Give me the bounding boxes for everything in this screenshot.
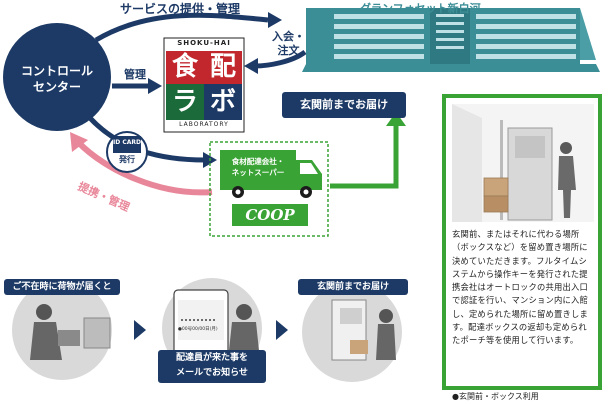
step2-label-line2: メールでお知らせ bbox=[176, 368, 248, 378]
delivery-arrow bbox=[330, 124, 399, 189]
logo-top-text: SHOKU-HAI bbox=[177, 39, 231, 47]
truck-label-line2: ネットスーパー bbox=[231, 168, 285, 177]
truck-label-line1: 食材配達会社・ bbox=[231, 157, 285, 166]
entrance-illustration bbox=[452, 104, 594, 222]
join-arrowhead bbox=[244, 58, 258, 74]
step-arrow-2 bbox=[276, 320, 288, 340]
truck-label: 食材配達会社・ ネットスーパー bbox=[222, 156, 294, 178]
management-label: 管理 bbox=[124, 68, 146, 81]
logo-char-4: ボ bbox=[209, 87, 236, 117]
logo-char-1: 食 bbox=[171, 52, 198, 82]
join-label-line2: 注文 bbox=[277, 44, 300, 57]
coop-logo-text: COOP bbox=[245, 206, 295, 224]
step3-label: 玄関前までお届け bbox=[298, 279, 408, 295]
truck-icon bbox=[220, 150, 322, 198]
join-arrow bbox=[254, 49, 307, 69]
control-center-circle bbox=[3, 23, 111, 131]
join-label-line1: 入会・ bbox=[272, 30, 305, 43]
logo-char-3: ラ bbox=[171, 87, 198, 117]
shokuhai-logo bbox=[163, 37, 245, 133]
entrance-description: 玄関前、またはそれに代わる場所（ボックスなど）を留め置き場所に決めていただきます… bbox=[452, 229, 588, 346]
control-center-label: コントロール センター bbox=[3, 63, 111, 95]
logo-bottom-text: LABORATORY bbox=[179, 121, 229, 128]
step2-phone-text: ●00号00/00日(月) bbox=[178, 327, 218, 332]
service-label: サービスの提供・管理 bbox=[120, 2, 241, 16]
tieup-arrow bbox=[75, 139, 213, 196]
step2-label: 配達員が来た事を メールでお知らせ bbox=[158, 350, 266, 383]
step1-illustration bbox=[12, 280, 112, 380]
id-card-text: ID CARD bbox=[113, 139, 141, 146]
management-arrowhead bbox=[148, 78, 162, 94]
id-card-icon bbox=[113, 136, 141, 153]
service-arrow bbox=[94, 12, 269, 43]
step3-illustration bbox=[302, 282, 402, 382]
delivery-label: 玄関前までお届け bbox=[300, 98, 388, 111]
control-center-line2: センター bbox=[32, 80, 81, 94]
panel-caption: ●玄関前・ボックス利用 bbox=[452, 392, 539, 401]
step-arrow-1 bbox=[134, 320, 146, 340]
delivery-label-box bbox=[282, 92, 406, 118]
tieup-arrowhead bbox=[70, 132, 88, 152]
building-illustration bbox=[302, 8, 600, 72]
control-center-line1: コントロール bbox=[20, 64, 93, 78]
issue-label: 発行 bbox=[119, 155, 135, 164]
service-arrowhead bbox=[268, 12, 282, 28]
coop-banner bbox=[232, 204, 308, 226]
delivery-arrowhead bbox=[386, 112, 406, 126]
step1-label: ご不在時に荷物が届くと bbox=[4, 279, 120, 295]
step2-label-line1: 配達員が来た事を bbox=[175, 353, 248, 363]
building-name: グランフォセット新白河 bbox=[360, 2, 481, 15]
partner-dashed-box bbox=[209, 141, 329, 237]
join-label: 入会・ 注文 bbox=[272, 30, 305, 58]
logo-char-2: 配 bbox=[209, 52, 236, 82]
